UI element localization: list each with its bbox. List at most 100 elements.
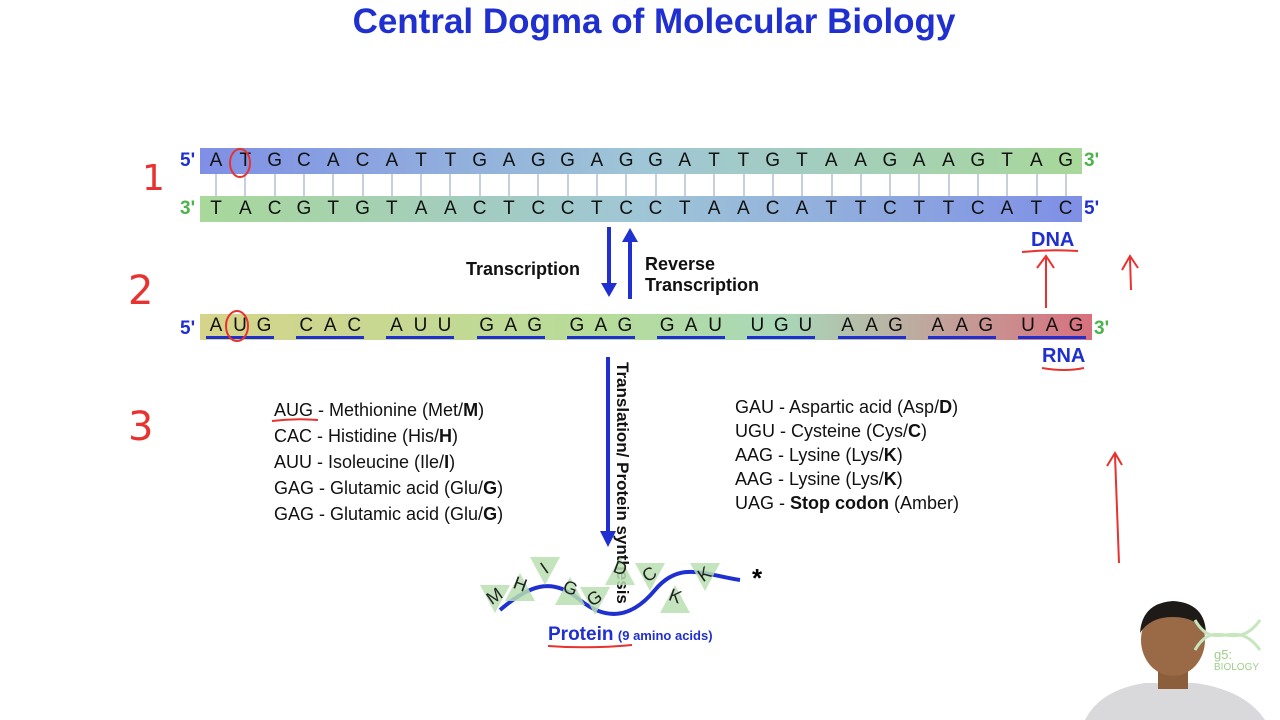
codon-code: G (483, 478, 498, 498)
base-pair-rung (273, 174, 276, 196)
base-pair-rungs (200, 174, 1082, 196)
dna-top-base: A (385, 150, 399, 171)
codon-code: M (463, 400, 479, 420)
codon-entry: AAG - Lysine (Lys/K) (735, 445, 959, 466)
codon-entry: GAU - Aspartic acid (Asp/D) (735, 397, 959, 418)
dna-bottom-base: T (678, 198, 691, 219)
rna-base: U (413, 314, 428, 336)
dna-top-base: A (590, 150, 604, 171)
dna-bottom-base: G (296, 198, 312, 219)
step-2-annotation: 2 (128, 268, 154, 314)
dna-bottom-base: T (210, 198, 222, 219)
codon-text: GAG - Glutamic acid (Glu/ (274, 478, 484, 498)
rna-base: G (527, 314, 543, 336)
codon-end: ) (952, 397, 959, 417)
codon-code: G (483, 504, 498, 524)
base-pair-rung (654, 174, 657, 196)
rna-base: G (978, 314, 994, 336)
dna-top-base: T (796, 150, 808, 171)
dna-top-base: G (560, 150, 575, 171)
base-pair-rung (420, 174, 423, 196)
amino-acid-marker (530, 557, 560, 585)
base-pair-rung (596, 174, 599, 196)
rna-base: A (504, 314, 517, 336)
rna-label: RNA (1042, 345, 1086, 367)
dna-bottom-base: T (825, 198, 838, 219)
base-pair-rung (566, 174, 569, 196)
base-pair-rung (361, 174, 364, 196)
dna-label: DNA (1031, 229, 1075, 251)
base-pair-rung (947, 174, 950, 196)
dna-bottom-base: T (591, 198, 603, 219)
rna-base: A (390, 314, 403, 336)
codon-end: ) (896, 445, 903, 465)
rna-3-prime: 3' (1094, 318, 1110, 339)
dna-bottom-base: C (882, 198, 897, 219)
rna-base: G (773, 314, 789, 336)
dna-top-base: A (912, 150, 926, 171)
logo-line1: g5: (1214, 647, 1233, 662)
codon-code: K (883, 469, 897, 489)
base-pair-rung (771, 174, 774, 196)
rna-base: A (323, 314, 337, 336)
amino-acid-marker (505, 573, 535, 601)
dna-bottom-base: C (531, 198, 546, 219)
codon-end: ) (478, 400, 485, 420)
dna-bottom-base: A (795, 198, 809, 219)
dna-top-5-prime: 5' (180, 150, 196, 171)
dna-top-base: G (267, 150, 282, 171)
dna-top-base: G (765, 150, 781, 171)
dna-bottom-base: C (970, 198, 985, 219)
dna-bottom-base: C (472, 198, 487, 219)
amino-acid-marker (555, 577, 585, 605)
dna-bottom-base: C (619, 198, 634, 219)
base-pair-rung (889, 174, 892, 196)
codon-entry: GAG - Glutamic acid (Glu/G) (274, 478, 503, 499)
codon-code: C (908, 421, 922, 441)
codon-code: Stop codon (790, 493, 889, 513)
rna-base: A (841, 314, 854, 336)
dna-top-base: G (882, 150, 898, 171)
dna-top-base: G (472, 150, 488, 171)
dna-bottom-base: C (267, 198, 282, 219)
codon-code: D (939, 397, 953, 417)
rna-5-prime: 5' (180, 318, 196, 339)
dna-top-base: G (1058, 150, 1073, 171)
codon-end: ) (452, 426, 459, 446)
dna-top-base: G (530, 150, 546, 171)
codon-text: UAG - (735, 493, 791, 513)
rna-base: G (256, 314, 272, 336)
rna-base: A (955, 314, 969, 336)
base-pair-rung (537, 174, 540, 196)
rna-base: G (479, 314, 495, 336)
amino-acid-letter: D (611, 556, 630, 579)
step-1-annotation: 1 (142, 158, 165, 199)
base-pair-rung (1065, 174, 1067, 196)
base-pair-rung (1006, 174, 1009, 196)
codon-end: ) (497, 504, 504, 524)
codon-text: AAG - Lysine (Lys/ (735, 469, 884, 489)
codon-table-right: GAU - Aspartic acid (Asp/D)UGU - Cystein… (735, 397, 959, 517)
codon-code: H (439, 426, 453, 446)
dna-bottom-base: T (1030, 198, 1043, 219)
codon-entry: UAG - Stop codon (Amber) (735, 493, 959, 514)
dna-top-base: G (970, 150, 986, 171)
rna-base: C (347, 314, 362, 336)
base-pair-rung (830, 174, 833, 196)
transcription-arrows (601, 227, 638, 299)
reverse-label-line1: Reverse (645, 254, 716, 274)
codon-end: ) (497, 478, 504, 498)
dna-top-base: A (326, 150, 340, 171)
dna-helix-icon (1193, 619, 1262, 651)
rna-base: A (594, 314, 608, 336)
page-title: Central Dogma of Molecular Biology (352, 2, 956, 41)
logo: g5: BIOLOGY (1190, 615, 1265, 680)
